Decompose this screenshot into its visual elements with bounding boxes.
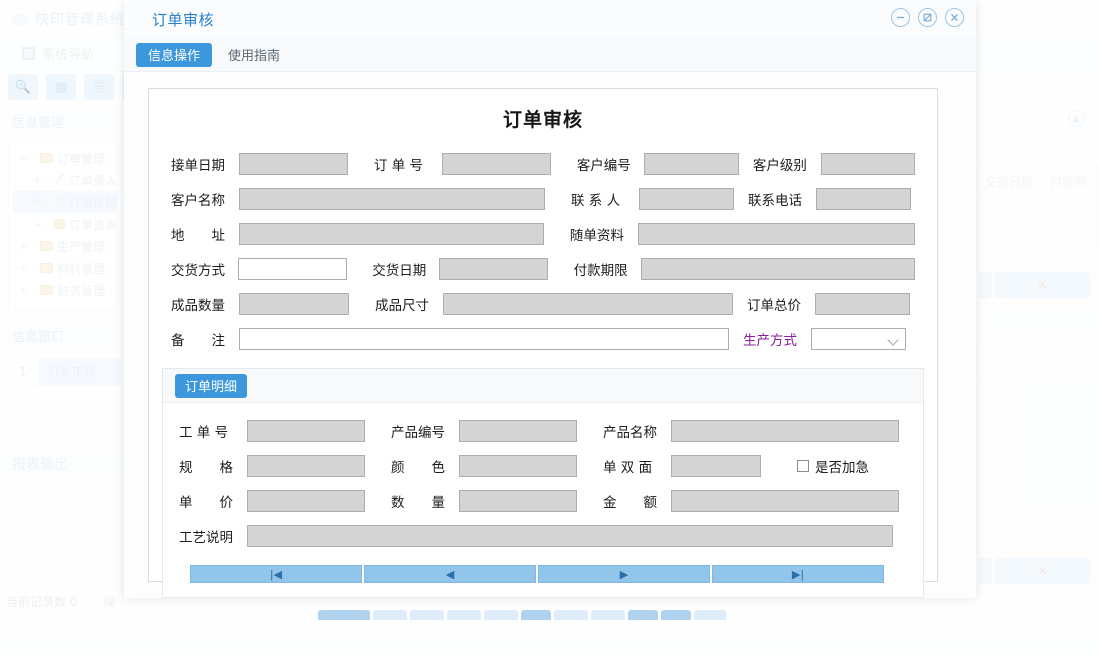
- customer-name-field[interactable]: [239, 187, 545, 210]
- label-payment-term: 付款期限: [573, 262, 628, 279]
- customer-level-field[interactable]: [820, 152, 915, 175]
- order-detail-panel: 订单明细 工 单 号 产品编号 产品名称: [162, 368, 924, 598]
- label-address: 地 址: [171, 227, 225, 244]
- label-unit-price: 单 价: [179, 494, 233, 511]
- first-record-button[interactable]: |◀: [190, 565, 362, 583]
- label-product-qty: 成品数量: [171, 297, 225, 314]
- contact-field[interactable]: [639, 187, 734, 210]
- label-production-method: 生产方式: [743, 332, 797, 349]
- detail-row-1: 工 单 号 产品编号 产品名称: [179, 413, 907, 448]
- last-record-button[interactable]: ▶|: [712, 565, 884, 583]
- label-delivery-date: 交货日期: [372, 262, 427, 279]
- dialog-title-bar: 订单审核: [124, 0, 976, 38]
- window-controls: [891, 8, 964, 27]
- label-product-no: 产品编号: [391, 424, 445, 441]
- label-color: 颜 色: [391, 459, 445, 476]
- product-no-field[interactable]: [459, 419, 577, 442]
- tab-order-detail[interactable]: 订单明细: [175, 373, 248, 398]
- close-icon[interactable]: [945, 8, 964, 27]
- quantity-field[interactable]: [459, 489, 577, 512]
- dialog-body: 订单审核 接单日期 订 单 号 客户编号 客户级别: [124, 72, 976, 598]
- spec-field[interactable]: [247, 454, 365, 477]
- label-delivery-method: 交货方式: [171, 262, 225, 279]
- urgent-checkbox-label: 是否加急: [815, 459, 869, 476]
- previous-record-button[interactable]: ◀: [364, 565, 536, 583]
- attachments-field[interactable]: [637, 222, 915, 245]
- label-work-order-no: 工 单 号: [179, 424, 229, 441]
- label-contact: 联 系 人: [571, 192, 621, 209]
- production-method-select[interactable]: [811, 327, 906, 350]
- detail-row-4: 工艺说明: [179, 518, 907, 553]
- sides-field[interactable]: [671, 454, 761, 477]
- work-order-no-field[interactable]: [247, 419, 365, 442]
- form-row-5: 成品数量 成品尺寸 订单总价: [171, 286, 915, 321]
- label-customer-no: 客户编号: [576, 157, 631, 174]
- amount-field[interactable]: [671, 489, 899, 512]
- form-card: 订单审核 接单日期 订 单 号 客户编号 客户级别: [148, 88, 938, 598]
- minimize-icon[interactable]: [891, 8, 910, 27]
- dialog-tab-bar: 信息操作 使用指南: [124, 38, 976, 72]
- label-order-total: 订单总价: [747, 297, 801, 314]
- product-name-field[interactable]: [671, 419, 899, 442]
- label-quantity: 数 量: [391, 494, 445, 511]
- tab-info-operation[interactable]: 信息操作: [136, 42, 213, 67]
- label-product-name: 产品名称: [603, 424, 657, 441]
- product-size-field[interactable]: [443, 292, 733, 315]
- label-order-no: 订 单 号: [373, 157, 423, 174]
- form-row-1: 接单日期 订 单 号 客户编号 客户级别: [171, 146, 915, 181]
- phone-field[interactable]: [816, 187, 911, 210]
- order-review-dialog: 订单审核 信息操: [124, 0, 976, 598]
- label-product-size: 成品尺寸: [375, 297, 429, 314]
- label-process-desc: 工艺说明: [179, 529, 233, 546]
- order-no-field[interactable]: [441, 152, 551, 175]
- main-form: 接单日期 订 单 号 客户编号 客户级别 客户名称: [149, 146, 937, 356]
- form-row-6: 备 注 生产方式: [171, 321, 915, 356]
- checkbox-icon[interactable]: [797, 459, 809, 472]
- label-attachments: 随单资料: [569, 227, 624, 244]
- label-sides: 单 双 面: [603, 459, 653, 476]
- record-navigation: |◀ ◀ ▶ ▶|: [190, 565, 907, 583]
- order-total-field[interactable]: [815, 292, 910, 315]
- tab-usage-guide[interactable]: 使用指南: [228, 49, 281, 64]
- form-row-3: 地 址 随单资料: [171, 216, 915, 251]
- color-field[interactable]: [459, 454, 577, 477]
- remark-field[interactable]: [239, 327, 729, 350]
- detail-tab-bar: 订单明细: [163, 369, 923, 403]
- product-qty-field[interactable]: [239, 292, 349, 315]
- dialog-title: 订单审核: [152, 10, 215, 29]
- next-record-button[interactable]: ▶: [538, 565, 710, 583]
- label-remark: 备 注: [171, 332, 225, 349]
- unit-price-field[interactable]: [247, 489, 365, 512]
- address-field[interactable]: [238, 222, 544, 245]
- label-amount: 金 额: [603, 494, 657, 511]
- payment-term-field[interactable]: [640, 257, 915, 280]
- label-spec: 规 格: [179, 459, 233, 476]
- customer-no-field[interactable]: [644, 152, 739, 175]
- label-customer-name: 客户名称: [171, 192, 225, 209]
- form-row-2: 客户名称 联 系 人 联系电话: [171, 181, 915, 216]
- detail-row-2: 规 格 颜 色 单 双 面 是否加急: [179, 448, 907, 483]
- detail-body: 工 单 号 产品编号 产品名称 规 格: [163, 403, 923, 597]
- delivery-date-field[interactable]: [439, 257, 548, 280]
- order-date-field[interactable]: [238, 152, 349, 175]
- restore-icon[interactable]: [918, 8, 937, 27]
- process-desc-field[interactable]: [247, 524, 893, 547]
- urgent-checkbox[interactable]: 是否加急: [797, 456, 869, 476]
- delivery-method-field[interactable]: [238, 257, 347, 280]
- label-customer-level: 客户级别: [752, 157, 807, 174]
- detail-row-3: 单 价 数 量 金 额: [179, 483, 907, 518]
- form-row-4: 交货方式 交货日期 付款期限: [171, 251, 915, 286]
- form-title: 订单审核: [502, 109, 583, 131]
- label-order-date: 接单日期: [171, 157, 225, 174]
- label-phone: 联系电话: [748, 192, 802, 209]
